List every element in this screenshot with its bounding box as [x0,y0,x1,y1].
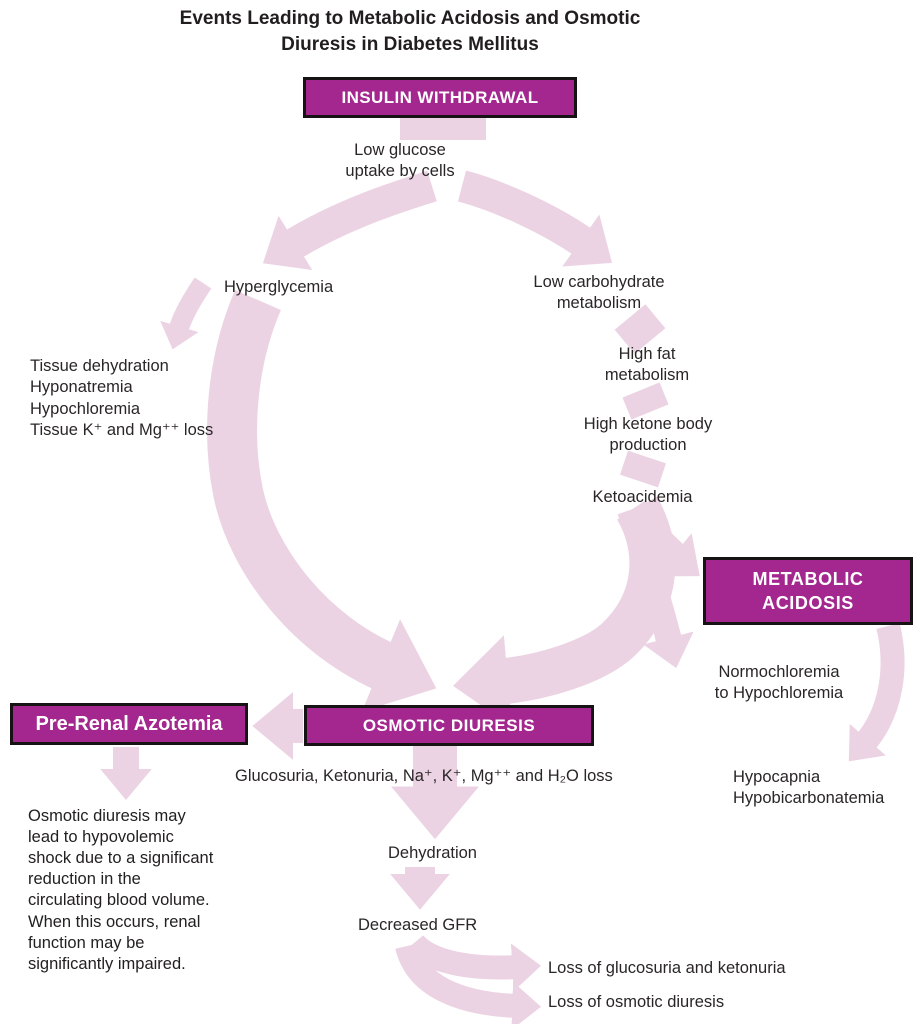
arrow-big-right-arc-to-osmotic [453,496,676,727]
label-high-ketone: High ketone body production [583,415,713,455]
label-low-carbohydrate: Low carbohydrate metabolism [533,273,665,313]
arrow-gfr-to-loss-glucosuria [404,934,542,992]
arrow-conn-highfat-ketone [622,382,669,420]
label-decreased-gfr: Decreased GFR [358,916,478,934]
label-high-fat: High fat metabolism [604,345,690,385]
label-tissue-losses: Tissue dehydration Hyponatremia Hypochlo… [30,357,214,440]
arrow-branch-left-hyperglycemia [262,170,437,271]
metabolic-acidosis-box: METABOLIC ACIDOSIS [703,557,913,625]
label-loss-glucosuria: Loss of glucosuria and ketonuria [548,959,786,977]
prerenal-note-paragraph: Osmotic diuresis may lead to hypovolemic… [28,807,214,973]
arrow-metabolic-to-hypocapnia [848,623,905,762]
label-glucosuria-loss: Glucosuria, Ketonuria, Na⁺, K⁺, Mg⁺⁺ and… [235,767,613,785]
arrow-big-left-arc-to-osmotic [207,290,437,712]
insulin-withdrawal-box: INSULIN WITHDRAWAL [303,77,577,118]
label-normochloremia: Normochloremia to Hypochloremia [714,663,844,703]
label-dehydration: Dehydration [388,844,477,862]
osmotic-diuresis-box: OSMOTIC DIURESIS [304,705,594,746]
diagram-title: Events Leading to Metabolic Acidosis and… [179,8,641,55]
arrow-gfr-to-loss-osmotic [395,942,542,1024]
arrow-branch-right-lowcarb [457,170,613,267]
label-low-glucose-uptake: Low glucose uptake by cells [345,141,455,181]
label-ketoacidemia: Ketoacidemia [592,488,693,506]
arrow-hyperglycemia-to-tissue [160,277,212,350]
arrow-conn-ketone-ketoacidemia [620,450,666,488]
label-hypocapnia: Hypocapnia Hypobicarbonatemia [733,768,885,808]
arrow-conn-lowcarb-highfat [614,304,666,354]
label-loss-osmotic: Loss of osmotic diuresis [548,993,725,1011]
label-hyperglycemia: Hyperglycemia [224,278,334,296]
pre-renal-azotemia-box: Pre-Renal Azotemia [10,703,248,745]
